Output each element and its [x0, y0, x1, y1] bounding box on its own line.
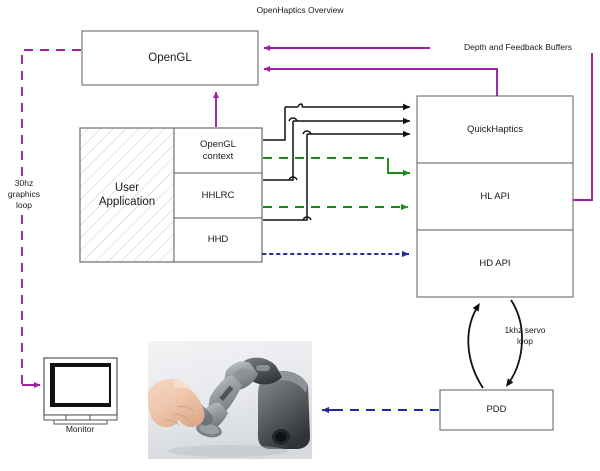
label-depth-feedback-buffers: Depth and Feedback Buffers [443, 42, 593, 53]
connector-30hz-graphics-loop [21, 49, 81, 385]
monitor-icon [43, 357, 118, 425]
haptic-device-photo [148, 341, 312, 459]
box-opengl [81, 30, 259, 86]
connector-quickhaptics-to-opengl [263, 66, 498, 96]
label-1khz-servo-loop: 1khz servo loop [504, 325, 546, 346]
box-pdd [439, 389, 554, 431]
label-monitor: Monitor [65, 424, 95, 434]
box-user-application [79, 127, 263, 263]
connector-green-elbow-to-hl-api [387, 158, 410, 177]
box-api-stack [416, 95, 574, 298]
label-30hz-graphics-loop: 30hz graphics loop [0, 178, 48, 211]
connector-1khz-servo-loop [467, 299, 523, 389]
page-title: OpenHaptics Overview [256, 5, 344, 15]
connector-opengl-context-to-quickhaptics [263, 104, 410, 221]
